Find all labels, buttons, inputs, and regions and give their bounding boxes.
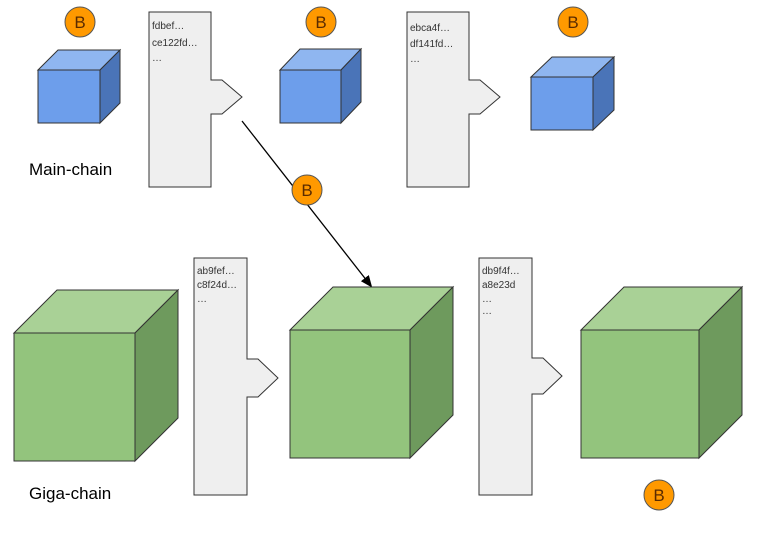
hash-line: ebca4f… <box>410 23 450 34</box>
hash-line: df141fd… <box>410 39 453 50</box>
svg-text:B: B <box>567 13 578 32</box>
hash-line: a8e23d <box>482 280 515 291</box>
hash-line: … <box>197 294 207 305</box>
main-chain-hash-panel-2: ebca4f… df141fd… … <box>406 11 501 188</box>
svg-text:B: B <box>653 486 664 505</box>
hash-line: … <box>410 54 420 65</box>
svg-text:B: B <box>301 181 312 200</box>
main-chain-block-2 <box>278 47 363 125</box>
hash-line: … <box>482 294 492 305</box>
main-chain-label: Main-chain <box>29 160 112 179</box>
giga-chain-block-3 <box>579 285 744 460</box>
giga-chain-hash-panel-2: db9f4f… a8e23d … … <box>478 257 563 496</box>
main-chain-badge-3: B <box>557 6 589 38</box>
hash-line: c8f24d… <box>197 280 237 291</box>
hash-line: … <box>482 306 492 317</box>
cross-chain-badge: B <box>291 174 323 206</box>
hash-line: fdbef… <box>152 21 184 32</box>
hash-line: ab9fef… <box>197 266 235 277</box>
giga-chain-block-1 <box>12 288 180 463</box>
main-chain-block-1 <box>36 48 122 125</box>
hash-line: … <box>152 53 162 64</box>
giga-chain-block-2 <box>288 285 455 460</box>
hash-line: ce122fd… <box>152 38 198 49</box>
giga-chain-label: Giga-chain <box>29 484 111 503</box>
main-chain-block-3 <box>529 55 616 132</box>
svg-text:B: B <box>315 13 326 32</box>
main-chain-badge-2: B <box>305 6 337 38</box>
giga-chain-badge: B <box>643 479 675 511</box>
hash-line: db9f4f… <box>482 266 520 277</box>
main-chain-hash-panel-1: fdbef… ce122fd… … <box>148 11 243 188</box>
main-chain-badge-1: B <box>64 6 96 38</box>
svg-text:B: B <box>74 13 85 32</box>
giga-chain-hash-panel-1: ab9fef… c8f24d… … <box>193 257 279 496</box>
